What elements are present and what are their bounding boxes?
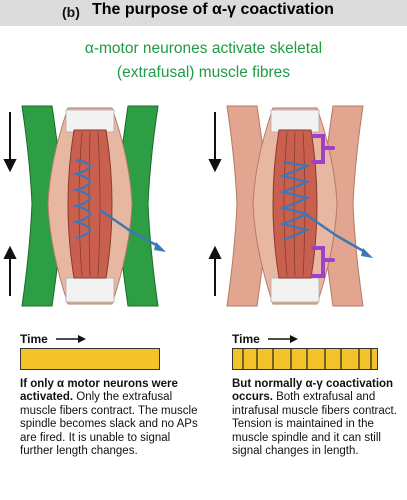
- time-label-right: Time: [232, 332, 260, 346]
- caption-coactivation-text: Both extrafusal and intrafusal muscle fi…: [232, 391, 397, 458]
- subtitle-line-1: α-motor neurones activate skeletal: [84, 40, 323, 57]
- time-label-left: Time: [20, 332, 48, 346]
- compress-arrow-top: [3, 112, 17, 173]
- caption-alpha-only-text: Only the extrafusal muscle fibers contra…: [20, 391, 198, 458]
- alpha-gamma-diagram: [208, 105, 373, 307]
- action-potential-spikes: [242, 349, 372, 369]
- muscle-spindle-taut: [252, 107, 373, 305]
- timebar-with-aps: [232, 348, 378, 370]
- extrafusal-fibers-contracted: [21, 105, 159, 307]
- header-bar: (b) The purpose of α-γ coactivation: [0, 0, 407, 26]
- compress-arrow-bottom: [3, 245, 17, 296]
- caption-coactivation: But normally α-γ coactivation occurs. Bo…: [232, 378, 402, 458]
- time-arrow-left-icon: [56, 335, 86, 343]
- compress-arrow-top: [208, 112, 222, 173]
- figure-tag: (b): [62, 4, 80, 20]
- compress-arrow-bottom: [208, 245, 222, 296]
- caption-coactivation-bold: But normally α-γ coactivation occurs.: [232, 378, 394, 404]
- extrafusal-fibers-contracted: [226, 105, 364, 307]
- caption-alpha-only-bold: If only α motor neurons were activated.: [20, 378, 178, 404]
- time-arrow-right-icon: [268, 335, 298, 343]
- figure-title: The purpose of α-γ coactivation: [92, 1, 334, 18]
- timebar-no-aps: [20, 348, 160, 370]
- gamma-motor-endings: [311, 134, 335, 278]
- subtitle-line-2: (extrafusal) muscle fibres: [116, 64, 291, 81]
- caption-alpha-only: If only α motor neurons were activated. …: [20, 378, 200, 458]
- muscle-spindle-slack: [47, 107, 166, 305]
- alpha-only-diagram: [3, 105, 166, 307]
